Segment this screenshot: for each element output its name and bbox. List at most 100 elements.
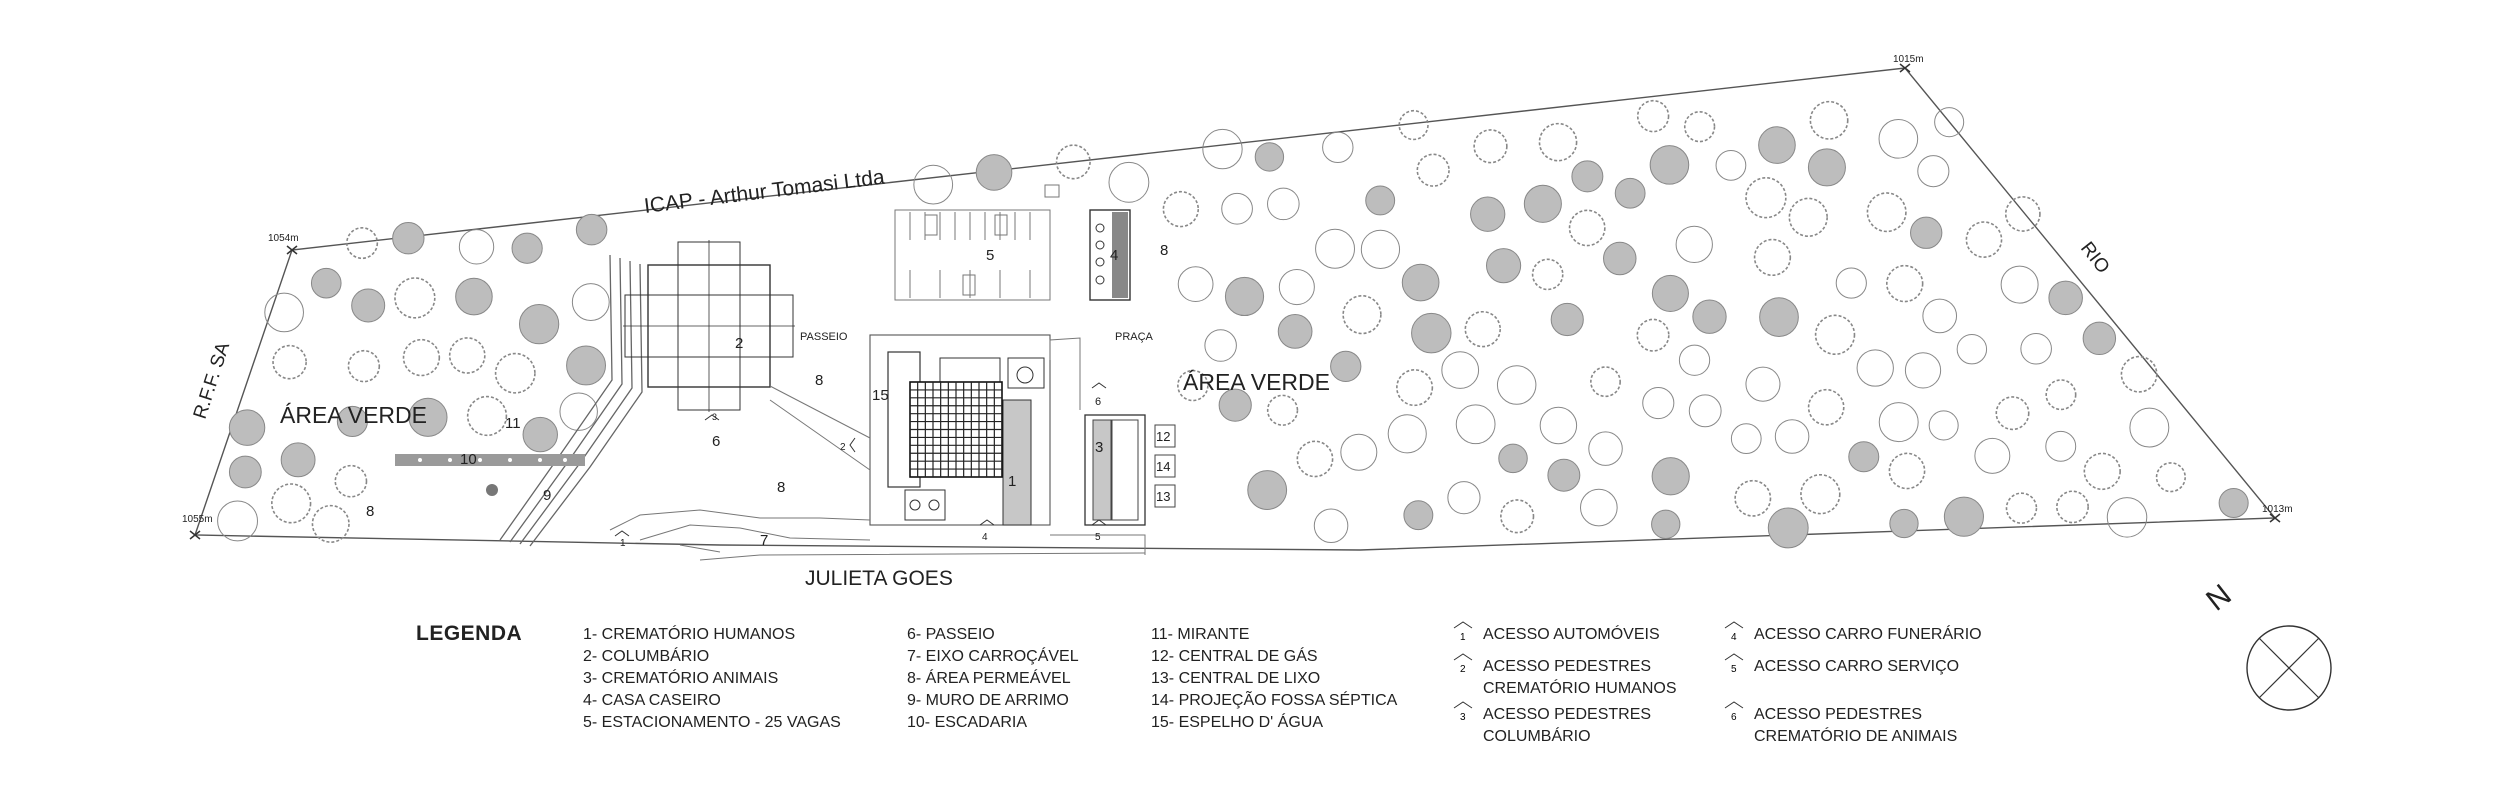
plan-number-8-a: 8 [366,503,374,520]
plan-number-10: 10 [460,451,477,468]
praca-label: PRAÇA [1115,331,1154,343]
tree-icon [522,416,558,453]
access-symbol-icon: 5 [1724,653,1744,675]
tree-icon [2000,265,2039,304]
tree-icon [1934,107,1965,138]
tree-icon [1878,119,1919,159]
river-label: RIO [2076,238,2113,278]
access-legend-item: ACESSO AUTOMÓVEIS [1483,626,1660,643]
tree-icon [1202,128,1243,170]
tree-icon [1734,479,1772,517]
human-crematorium-building [869,334,1051,526]
north-arrow [2246,625,2332,711]
tree-icon [1649,145,1690,185]
tree-icon [1547,458,1581,492]
tree-icon [1498,443,1528,474]
green-area-right-label: ÁREA VERDE [1183,369,1330,395]
tree-icon [458,229,495,265]
tree-icon [1340,433,1378,471]
access-legend-item: COLUMBÁRIO [1483,728,1591,745]
tree-icon [347,349,381,383]
tree-icon [1296,440,1334,478]
caretaker-house [1089,209,1131,301]
access-symbol-icon: 2 [1453,653,1473,675]
tree-icon [394,277,436,319]
tree-icon [1745,366,1781,402]
service-units [1154,424,1176,508]
legend-item: 10- ESCADARIA [907,714,1028,731]
tree-icon [2129,407,2170,448]
tree-icon [1247,470,1288,510]
tree-icon [1177,266,1214,303]
plan-number-12: 12 [1156,429,1170,444]
tree-icon [1995,396,2030,431]
tree-icon [1162,190,1200,228]
svg-text:3: 3 [1460,712,1466,723]
tree-icon [1403,500,1434,531]
columbarium-building [623,240,795,412]
tree-icon [1398,109,1429,141]
legend-item: 1- CREMATÓRIO HUMANOS [583,626,796,643]
tree-icon [2045,430,2077,462]
legend-column-2: 6- PASSEIO 7- EIXO CARROÇÁVEL 8- ÁREA PE… [907,624,1079,734]
tree-icon [1177,369,1209,402]
tree-icon [1603,241,1637,276]
tree-icon [1330,350,1362,383]
tree-icon [2083,452,2121,491]
tree-icon [2004,196,2041,232]
tree-icon [1441,351,1480,389]
tree-icon [466,395,508,437]
legend-item: 12- CENTRAL DE GÁS [1151,648,1318,665]
tree-icon [1342,294,1382,335]
elevation-se: 1013m [2262,504,2293,515]
tree-icon [1614,177,1646,209]
access-number-5: 5 [1095,532,1101,543]
tree-icon [1411,312,1452,354]
tree-icon [2082,321,2117,356]
plan-number-11: 11 [505,415,521,432]
tree-icon [2120,355,2158,393]
plan-number-8-c: 8 [815,372,823,389]
tree-icon [1745,176,1787,219]
tree-icon [1956,333,1988,365]
tree-icon [1401,263,1440,302]
tree-icon [575,213,608,246]
plan-number-9: 9 [543,487,551,504]
tree-icon [280,442,316,478]
tree-icon [1322,131,1354,164]
tree-icon [1455,404,1496,445]
tree-icon [1928,410,1959,441]
tree-icon [1636,318,1670,352]
tree-icon [1539,406,1578,445]
plan-number-1: 1 [1008,473,1016,490]
tree-icon [1753,238,1792,277]
tree-icon [1387,414,1427,454]
tree-icon [1759,297,1799,337]
passeio-label: PASSEIO [800,331,848,343]
legend-item: 11- MIRANTE [1151,626,1250,643]
tree-icon [351,288,386,323]
tree-icon [1360,229,1401,269]
access-legend-item: ACESSO PEDESTRES [1483,706,1652,723]
tree-icon [1473,129,1508,164]
tree-icon [1651,509,1681,539]
tree-icon [1922,298,1958,334]
tree-icon [2048,280,2083,316]
legend-column-3: 11- MIRANTE 12- CENTRAL DE GÁS 13- CENTR… [1151,624,1397,734]
legend-item: 6- PASSEIO [907,626,995,643]
legend-item: 9- MURO DE ARRIMO [907,692,1069,709]
boundary-vertex-markers [189,63,2281,540]
elevation-ne: 1015m [1893,54,1924,65]
access-legend-item: ACESSO PEDESTRES [1483,658,1652,675]
tree-icon [571,283,610,321]
tree-icon [1758,126,1796,164]
north-label: N [2200,578,2237,617]
tree-icon [1486,248,1522,284]
tree-icon [217,500,258,542]
tree-icon [2005,492,2038,524]
tree-icon [2056,490,2089,524]
retaining-wall [499,254,643,547]
tree-icon [1315,228,1356,269]
tree-icon [1416,153,1450,187]
tree-icon [913,164,954,205]
